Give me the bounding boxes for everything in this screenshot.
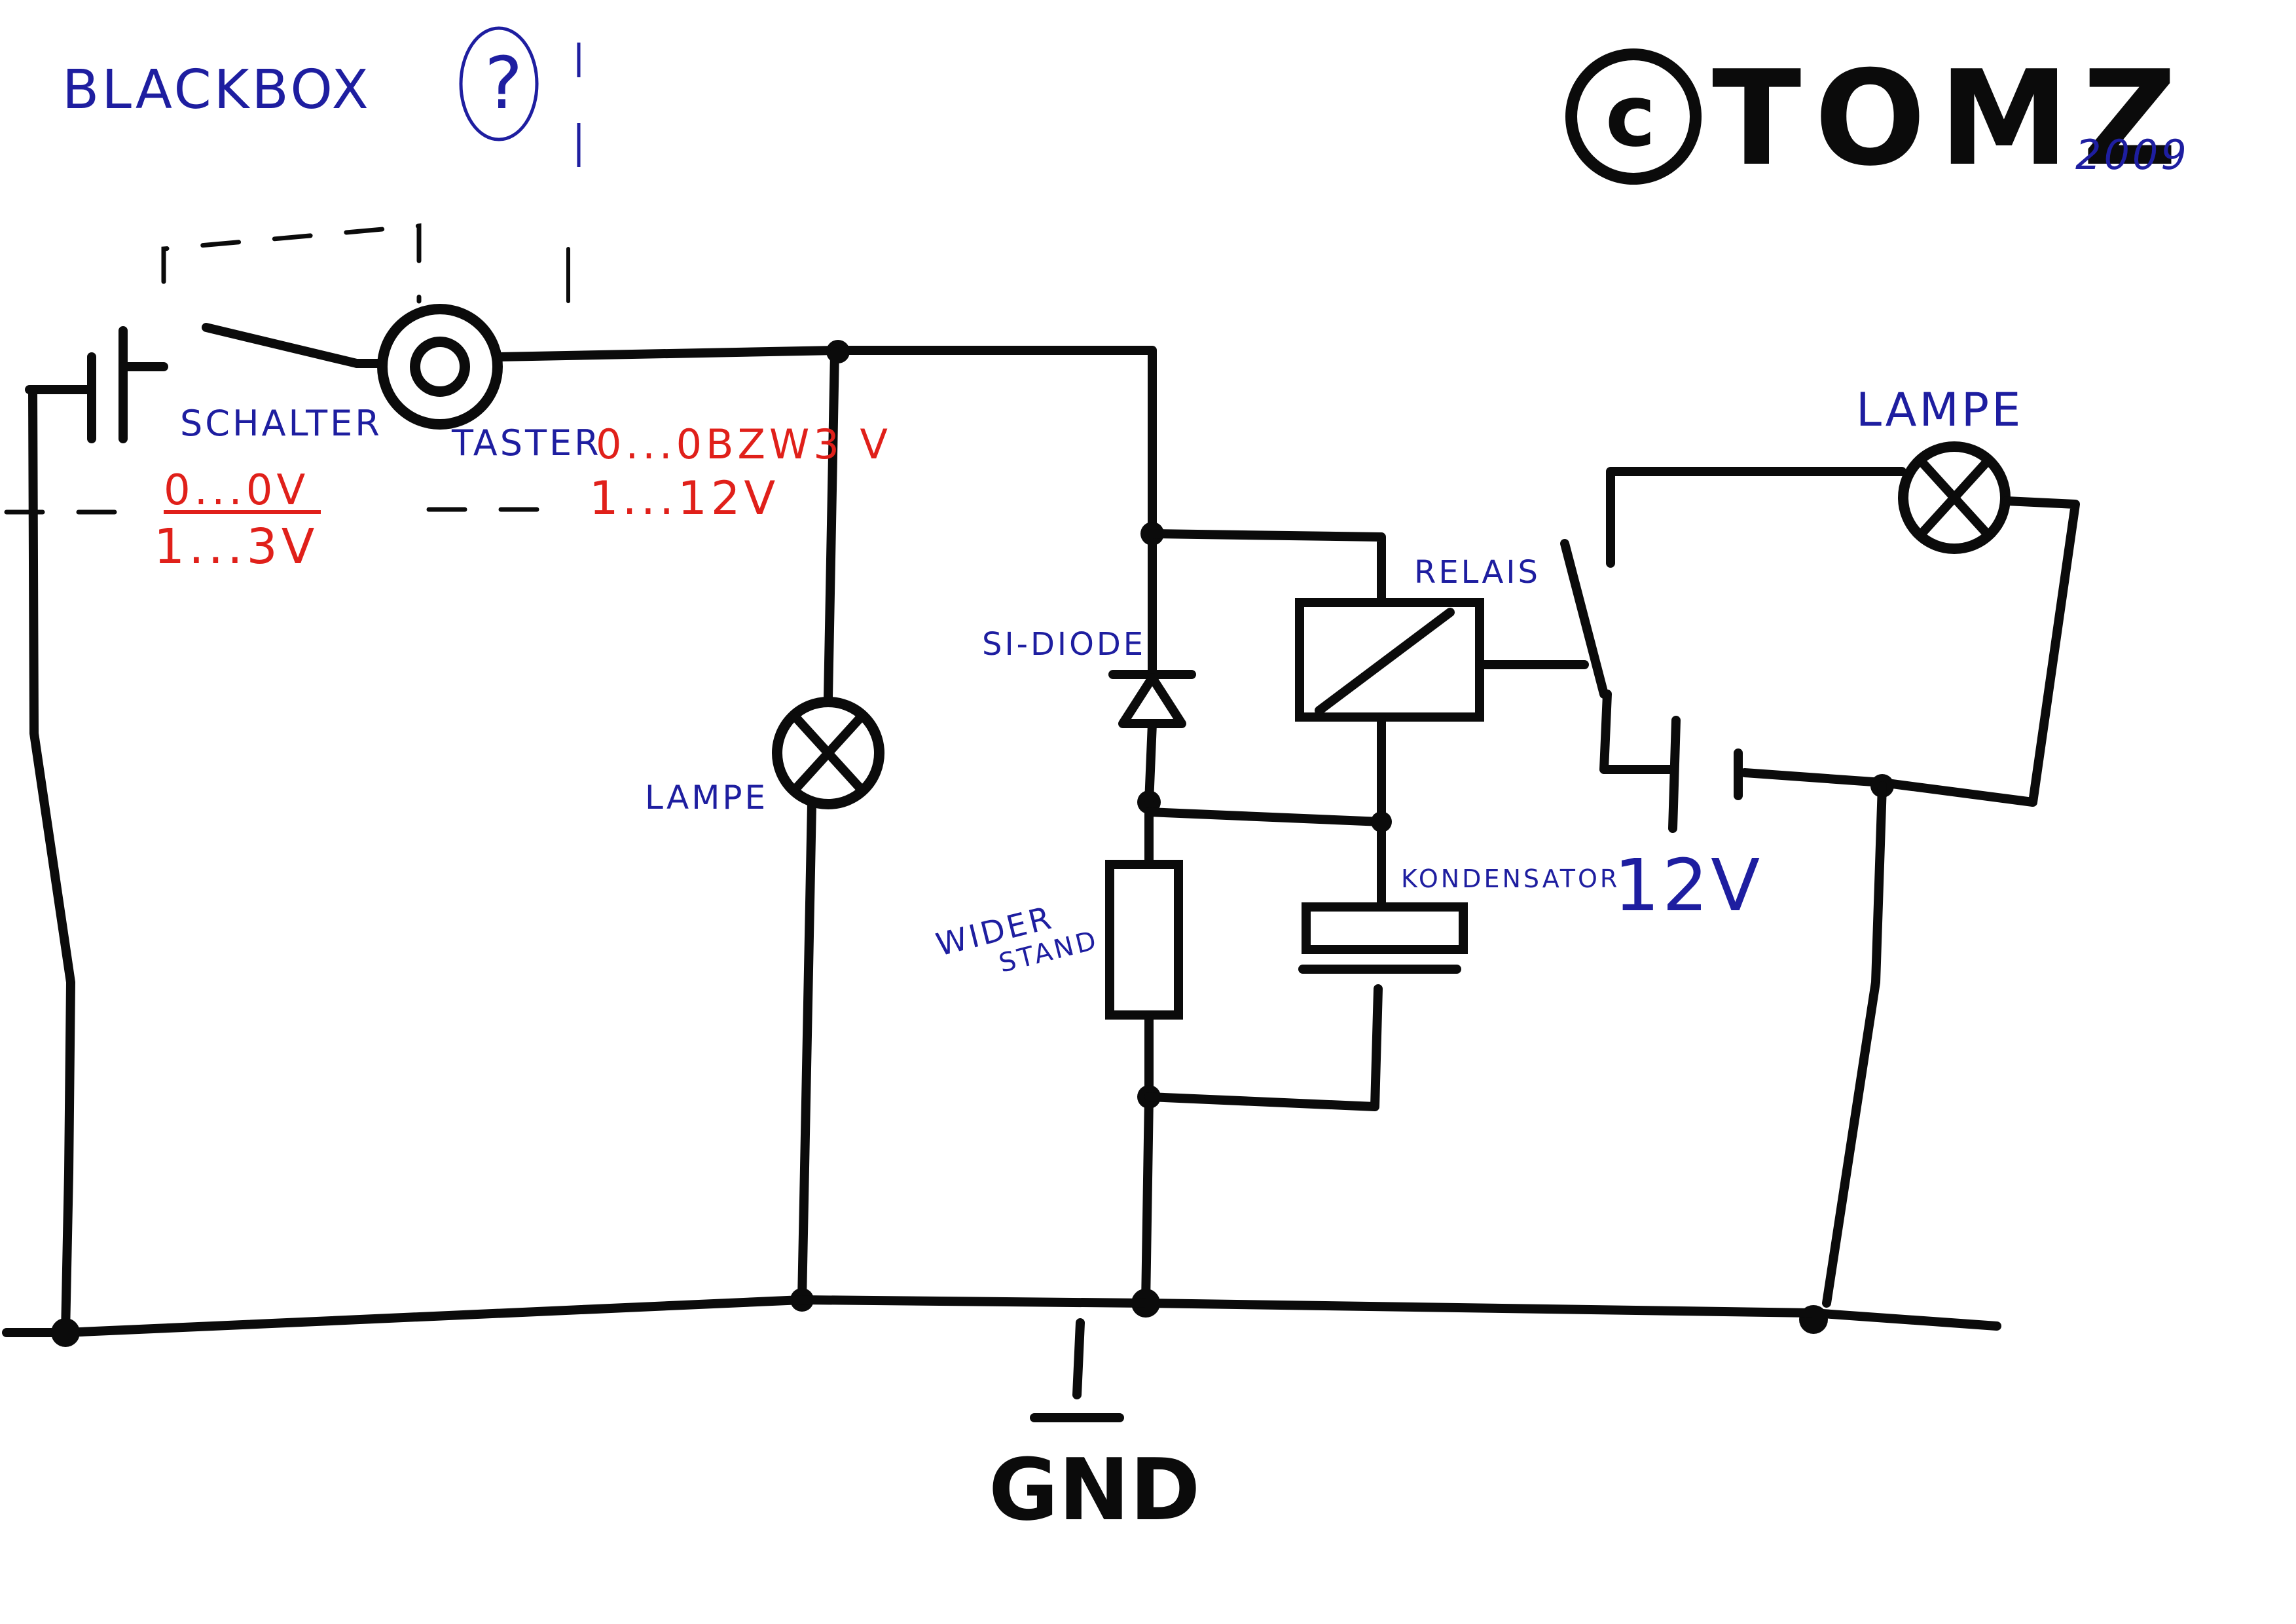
- wire-battery-right-left: [1599, 690, 1677, 774]
- label-relais: RELAIS: [1414, 554, 1540, 591]
- schalter-switch: [202, 323, 388, 368]
- blackbox-title: BLACKBOX: [62, 59, 371, 121]
- label-ground: GND: [989, 1440, 1200, 1540]
- wire-right-top-left: [1606, 467, 1906, 568]
- relay-contact: [1560, 539, 1609, 699]
- year: 2009: [2075, 131, 2189, 179]
- wire-right-to-ground: [1822, 781, 1887, 1308]
- wire-to-ground-center: [1141, 1092, 1154, 1308]
- wire-lamp-left-bottom: [797, 800, 816, 1304]
- lamp-left: [772, 697, 884, 809]
- wire-right-side: [2002, 496, 2080, 807]
- label-schalter-on: 1...3V: [154, 519, 318, 575]
- wire-relay-top: [1148, 529, 1386, 607]
- author-name: TOMZ: [1712, 43, 2191, 195]
- kondensator-capacitor: [1298, 902, 1468, 974]
- wire-diode-bottom: [1144, 719, 1157, 807]
- question-mark-badge: ?: [459, 26, 539, 141]
- label-schalter: SCHALTER: [180, 403, 382, 444]
- ground-bus: [2, 1295, 2001, 1337]
- ground-stem: [1072, 1318, 1085, 1399]
- label-lampe-left: LAMPE: [645, 779, 768, 817]
- wire-lamp-left-top: [824, 347, 839, 702]
- wire-capacitor-bottom: [1144, 984, 1383, 1111]
- relais-coil: [1295, 598, 1484, 722]
- label-taster-on: 1...12V: [589, 471, 779, 525]
- battery-left: [25, 326, 168, 443]
- copyright-symbol: c: [1605, 66, 1656, 166]
- label-si-diode: SI-DIODE: [982, 626, 1146, 663]
- taster-button: [377, 304, 503, 430]
- label-kondensator: KONDENSATOR: [1401, 864, 1620, 893]
- lamp-right: [1898, 441, 2011, 554]
- label-taster: TASTER: [451, 422, 602, 464]
- widerstand-resistor: [1105, 860, 1183, 1020]
- wire-top: [493, 346, 1157, 538]
- switch-linkage-dashed: [161, 223, 422, 304]
- si-diode: [1108, 670, 1196, 728]
- wire-left-vertical: [28, 385, 75, 1337]
- question-mark: ?: [484, 41, 525, 125]
- junction-left-ground: [51, 1318, 80, 1347]
- label-lampe-right: LAMPE: [1856, 383, 2023, 437]
- battery-right: [1668, 716, 1743, 833]
- label-battery-voltage: 12V: [1614, 843, 1762, 927]
- copyright-mark: c: [1565, 48, 1702, 185]
- label-taster-off: 0...0BZW3 V: [596, 420, 892, 468]
- label-schalter-off: 0...0V: [164, 466, 309, 515]
- wire-diode-relay-cross: [1144, 807, 1386, 826]
